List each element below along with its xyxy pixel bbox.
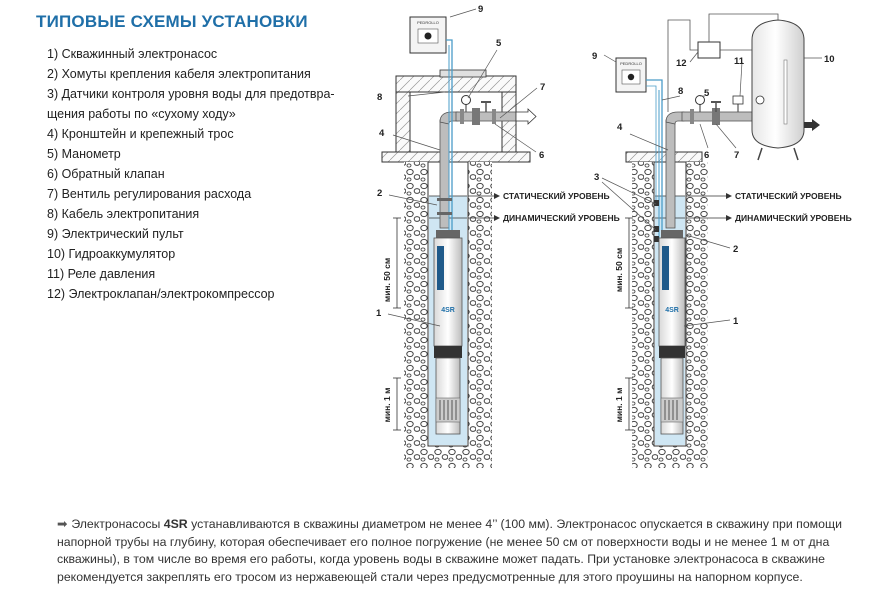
gravel-bottom-right (632, 446, 708, 468)
callout-3-right: 3 (594, 172, 599, 183)
note-part2: устанавливаются в скважины диаметром не … (57, 517, 842, 584)
ground-slab-right (625, 151, 703, 163)
pump-right: 4SR (658, 230, 686, 435)
page-title: ТИПОВЫЕ СХЕМЫ УСТАНОВКИ (36, 12, 308, 31)
callout-9-right: 9 (592, 51, 597, 62)
legend-item: 4) Кронштейн и крепежный трос (47, 127, 234, 141)
static-level-label-right: СТАТИЧЕСКИЙ УРОВЕНЬ (735, 190, 842, 201)
legend-item: 7) Вентиль регулирования расхода (47, 187, 252, 201)
min-50-label-right: мин. 50 см (614, 248, 624, 292)
legend-item: 10) Гидроаккумулятор (47, 247, 176, 261)
callout-1-right: 1 (733, 316, 739, 327)
panel-brand-right: PEDROLLO (620, 61, 642, 66)
legend-item: 11) Реле давления (47, 267, 156, 281)
gravel-bottom (404, 446, 492, 468)
legend-item: 9) Электрический пульт (47, 227, 184, 241)
callout-11-right: 11 (734, 56, 745, 67)
housing-hatch (439, 69, 487, 78)
callout-1-left: 1 (376, 308, 382, 319)
callout-2-right: 2 (733, 244, 738, 255)
panel-brand: PEDROLLO (417, 20, 439, 25)
housing-roof (395, 75, 517, 93)
legend-item: 1) Скважинный электронасос (47, 47, 218, 61)
note-model: 4SR (163, 517, 188, 531)
callout-10-right: 10 (824, 54, 835, 65)
legend-item: 3) Датчики контроля уровня воды для пред… (47, 87, 335, 101)
dynamic-level-label: ДИНАМИЧЕСКИЙ УРОВЕНЬ (503, 212, 620, 223)
callout-7-left: 7 (540, 82, 545, 93)
gravel-left-right (632, 162, 654, 468)
description-note: ➡Электронасосы 4SR устанавливаются в скв… (57, 516, 857, 586)
callout-7-right: 7 (734, 150, 739, 161)
ground-slab (381, 151, 531, 163)
power-cable (446, 39, 453, 250)
legend-item: 6) Обратный клапан (47, 167, 165, 181)
callout-8-right: 8 (678, 86, 683, 97)
left-installation: PEDROLLO 4SR СТАТИЧЕСКИЙ УРОВЕНЬ (376, 4, 620, 468)
right-installation: PEDROLLO 4SR СТАТИЧЕСКИЙ УРОВЕНЬ (592, 13, 852, 468)
discharge-pipe (455, 111, 517, 122)
min-1m-label-right: мин. 1 м (614, 388, 624, 423)
pressure-tank (751, 19, 820, 161)
gravel-right-right (686, 162, 708, 468)
callout-2-left: 2 (377, 188, 382, 199)
pump-model-label-right: 4SR (665, 307, 679, 314)
housing-wall-left (395, 91, 411, 153)
pump-model-label: 4SR (441, 307, 455, 314)
left-callouts (387, 8, 538, 327)
callout-6-left: 6 (539, 150, 544, 161)
legend-item: 12) Электроклапан/электрокомпрессор (47, 287, 275, 301)
note-part1: Электронасосы (71, 517, 164, 531)
riser-pipe (439, 119, 450, 229)
callout-4-left: 4 (379, 128, 385, 139)
min-1m-label: мин. 1 м (382, 388, 392, 423)
housing-wall-right (501, 91, 517, 153)
callout-5-left: 5 (496, 38, 502, 49)
callout-12-right: 12 (676, 58, 687, 69)
static-level-label: СТАТИЧЕСКИЙ УРОВЕНЬ (503, 190, 610, 201)
legend-item: 5) Манометр (47, 147, 121, 161)
legend-list: 1) Скважинный электронасос 2) Хомуты кре… (47, 44, 335, 304)
callout-8-left: 8 (377, 92, 382, 103)
pump-left: 4SR (433, 230, 463, 435)
legend-item: щения работы по «сухому ходу» (47, 107, 236, 121)
dynamic-level-label-right: ДИНАМИЧЕСКИЙ УРОВЕНЬ (735, 212, 852, 223)
electrovalve-box (697, 41, 721, 59)
legend-item: 8) Кабель электропитания (47, 207, 200, 221)
legend-item: 2) Хомуты крепления кабеля электропитани… (47, 67, 311, 81)
callout-5-right: 5 (704, 88, 710, 99)
arrow-icon: ➡ (57, 517, 68, 531)
gravel-right (468, 162, 492, 468)
right-callouts (601, 51, 822, 327)
gravel-left (404, 162, 428, 468)
callout-9-left: 9 (478, 4, 483, 15)
callout-4-right: 4 (617, 122, 623, 133)
min-50-label: мин. 50 см (382, 258, 392, 302)
riser-pipe-right (665, 119, 676, 229)
callout-6-right: 6 (704, 150, 709, 161)
